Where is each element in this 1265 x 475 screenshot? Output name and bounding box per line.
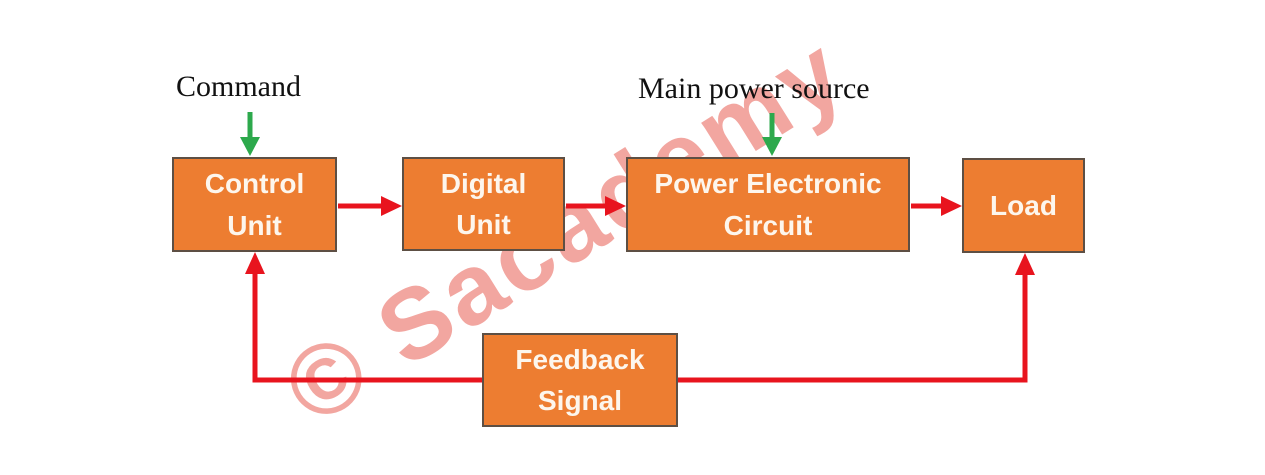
arrow-power-to-load bbox=[911, 196, 962, 216]
node-load: Load bbox=[962, 158, 1085, 253]
node-feedback-signal-label: Feedback Signal bbox=[515, 343, 645, 416]
node-digital-unit: Digital Unit bbox=[402, 157, 565, 251]
node-power-electronic-circuit-label: Power Electronic Circuit bbox=[654, 168, 882, 241]
main-power-source-label: Main power source bbox=[638, 72, 870, 105]
arrow-control-to-digital bbox=[338, 196, 402, 216]
command-arrow-icon bbox=[240, 112, 260, 156]
node-digital-unit-label: Digital Unit bbox=[440, 167, 527, 240]
node-control-unit: Control Unit bbox=[172, 157, 337, 252]
node-feedback-signal: Feedback Signal bbox=[482, 333, 678, 427]
node-power-electronic-circuit: Power Electronic Circuit bbox=[626, 157, 910, 252]
command-label: Command bbox=[176, 70, 301, 103]
node-control-unit-label: Control Unit bbox=[204, 168, 305, 241]
arrow-feedback-to-load bbox=[678, 253, 1035, 383]
node-load-label: Load bbox=[990, 189, 1057, 221]
